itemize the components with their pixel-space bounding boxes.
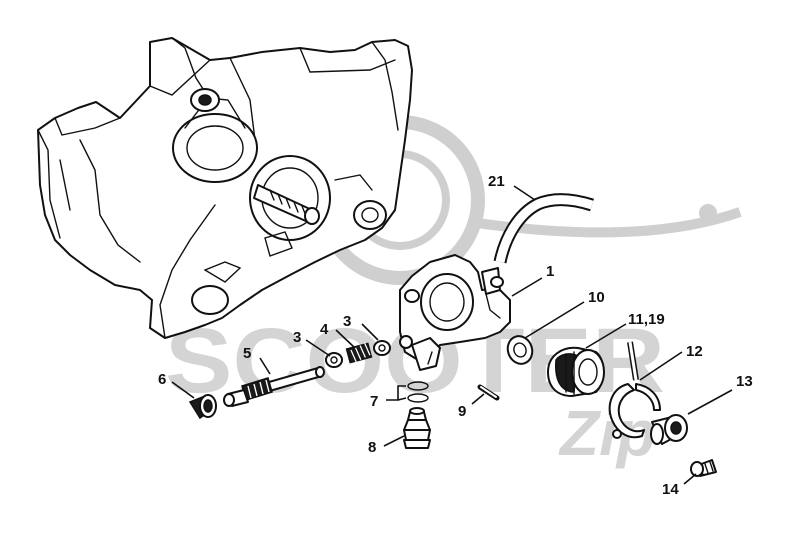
callout-10: 10 xyxy=(588,289,605,306)
part-11-19-worm-gear xyxy=(547,346,605,397)
callout-6: 6 xyxy=(158,371,166,388)
part-21-hose xyxy=(493,193,594,264)
callout-8: 8 xyxy=(368,439,376,456)
callout-labels: 1 3 3 4 5 6 7 8 9 10 11,19 12 13 14 21 xyxy=(158,173,753,498)
callout-5: 5 xyxy=(243,345,251,362)
part-9-pin xyxy=(477,384,500,401)
callout-11-19: 11,19 xyxy=(628,311,665,328)
callout-9: 9 xyxy=(458,403,466,420)
part-8-fitting xyxy=(403,407,431,449)
callout-1: 1 xyxy=(546,263,554,280)
callout-12: 12 xyxy=(686,343,703,360)
part-14-screw xyxy=(690,459,717,477)
part-1-oil-pump xyxy=(399,254,511,371)
part-12-spring-clip xyxy=(608,341,661,439)
callout-7: 7 xyxy=(370,393,378,410)
callout-3b: 3 xyxy=(343,313,351,330)
part-6-cap xyxy=(188,394,217,420)
callout-13: 13 xyxy=(736,373,753,390)
part-7-o-rings xyxy=(407,381,429,403)
crankcase-housing xyxy=(37,37,413,339)
callout-21: 21 xyxy=(488,173,505,190)
leader-lines xyxy=(171,185,733,485)
part-10-washer xyxy=(506,335,534,365)
part-3-washers xyxy=(325,340,391,368)
callout-4: 4 xyxy=(320,321,329,338)
callout-14: 14 xyxy=(662,481,679,498)
part-4-spring xyxy=(345,342,373,364)
part-5-worm-shaft xyxy=(223,366,325,407)
callout-3a: 3 xyxy=(293,329,301,346)
part-13-bushing xyxy=(650,414,688,445)
